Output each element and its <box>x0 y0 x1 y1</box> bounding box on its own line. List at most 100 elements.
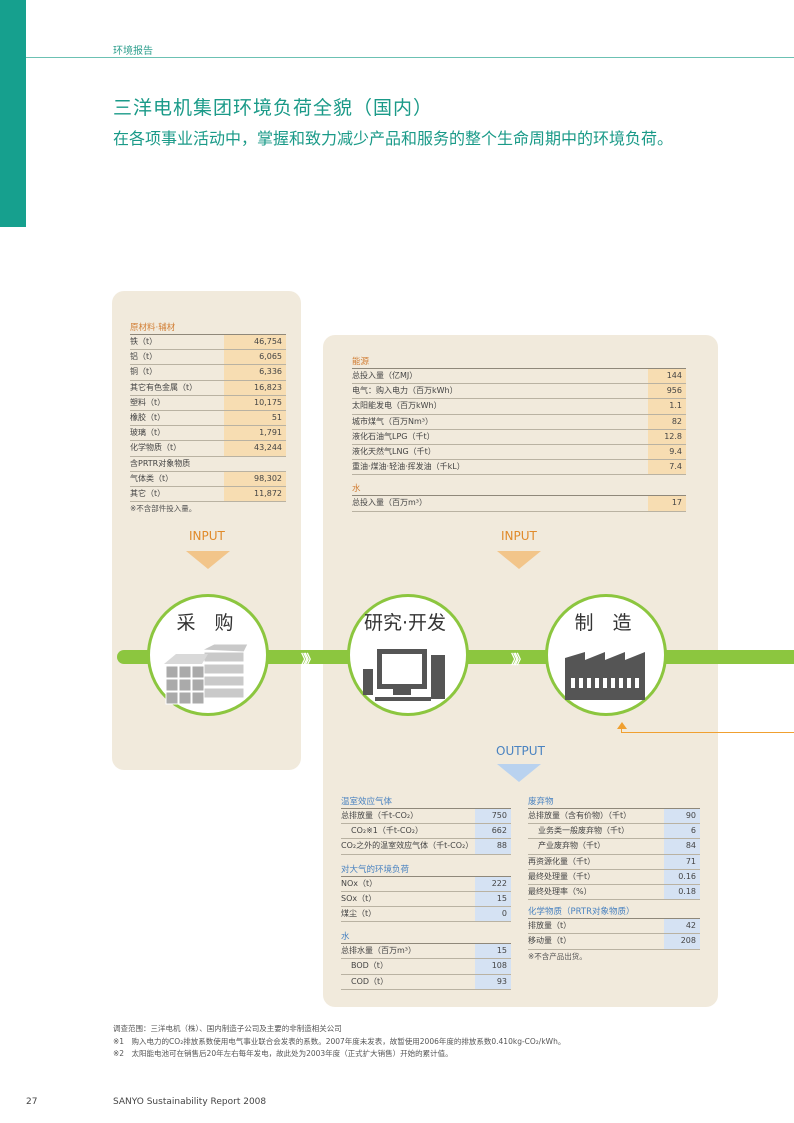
row-label: 总投入量（亿MJ） <box>352 371 418 380</box>
row-label: 其它（t） <box>130 488 166 498</box>
row-value: 956 <box>648 384 686 399</box>
water-out-row: BOD（t） 108 <box>341 959 511 975</box>
energy-row: 液化石油气LPG（千t） 12.8 <box>352 429 686 445</box>
ghg-row: CO₂之外的温室效应气体（千t-CO₂）88 <box>341 839 511 855</box>
raw-materials-heading: 原材料·辅材 <box>130 321 286 335</box>
accent-bar <box>0 0 26 227</box>
row-value <box>224 457 286 471</box>
row-label: 铜（t） <box>130 367 158 377</box>
factory-icon <box>565 652 645 700</box>
row-value: 90 <box>664 809 700 824</box>
row-value: 108 <box>475 959 511 974</box>
raw-materials-note: ※不含部件投入量。 <box>130 504 197 514</box>
water-in-row: 总投入量（百万m³）17 <box>352 496 686 512</box>
row-value: 71 <box>664 854 700 869</box>
row-value: 98,302 <box>224 471 286 486</box>
input-label-left: INPUT <box>189 529 225 543</box>
energy-row: 太阳能发电（百万kWh）1.1 <box>352 399 686 415</box>
row-label: 重油·煤油·轻油·挥发油（千kL） <box>352 462 465 472</box>
input-arrow-left <box>186 551 230 569</box>
row-label: 太阳能发电（百万kWh） <box>352 401 442 411</box>
header-divider <box>26 57 794 58</box>
row-label: 总投入量（百万m³） <box>352 498 427 508</box>
raw-materials-row: 塑料（t） 10,175 <box>130 395 286 411</box>
row-label: BOD（t） <box>351 961 388 971</box>
raw-materials-row: 含PRTR对象物质 <box>130 457 286 472</box>
air-row: NOx（t） 222 <box>341 876 511 892</box>
row-value: 82 <box>648 414 686 429</box>
row-value: 750 <box>475 809 511 824</box>
row-label: 含PRTR对象物质 <box>130 458 191 468</box>
row-label: 产业废弃物（千t） <box>538 841 606 851</box>
flow-arrow-1: 》》 <box>301 653 318 668</box>
output-arrow <box>497 764 541 782</box>
energy-heading: 能源 <box>352 355 686 369</box>
stage-purchasing-label: 采 购 <box>176 612 234 634</box>
connector-line-vertical <box>621 725 622 733</box>
row-value: 222 <box>475 876 511 891</box>
chem-heading: 化学物质（PRTR对象物质） <box>528 905 700 920</box>
page-subtitle: 在各项事业活动中，掌握和致力减少产品和服务的整个生命周期中的环境负荷。 <box>113 129 674 148</box>
footnote-scope: 调查范围：三洋电机（株）、国内制造子公司及主要的非制造相关公司 <box>113 1024 342 1033</box>
input-arrow-right <box>497 551 541 569</box>
row-label: 总排放量（含有价物）（千t） <box>528 811 632 820</box>
row-value: 0.16 <box>664 869 700 884</box>
row-value: 15 <box>475 891 511 906</box>
ghg-row: 总排放量（千t-CO₂） 750 <box>341 809 511 825</box>
row-value: 9.4 <box>648 444 686 460</box>
row-label: 铁（t） <box>130 337 158 346</box>
row-value: 0 <box>475 906 511 922</box>
row-label: 液化石油气LPG（千t） <box>352 431 435 441</box>
row-value: 6,065 <box>224 350 286 365</box>
row-label: 煤尘（t） <box>341 908 377 918</box>
row-value: 10,175 <box>224 395 286 410</box>
waste-row: 最终处理率（%）0.18 <box>528 884 700 901</box>
air-heading: 对大气的环境负荷 <box>341 863 511 877</box>
row-label: CO₂※1（千t-CO₂） <box>351 826 423 836</box>
raw-materials-row: 铁（t） 46,754 <box>130 335 286 351</box>
footnote-1: ※1 购入电力的CO₂排放系数使用电气事业联合会发表的系数。2007年度未发表，… <box>113 1036 566 1046</box>
row-label: 城市煤气（百万Nm³） <box>352 416 433 426</box>
row-label: 塑料（t） <box>130 397 166 407</box>
row-value: 84 <box>664 839 700 854</box>
row-label: 最终处理率（%） <box>528 886 592 896</box>
water-out-heading: 水 <box>341 930 511 945</box>
row-value: 15 <box>475 944 511 959</box>
stage-manufacturing-label: 制 造 <box>574 612 632 634</box>
row-label: 最终处理量（千t） <box>528 871 596 881</box>
page-title: 三洋电机集团环境负荷全貌（国内） <box>113 97 434 119</box>
energy-row: 液化天然气LNG（千t） 9.4 <box>352 444 686 461</box>
raw-materials-row: 其它有色金属（t）16,823 <box>130 380 286 396</box>
waste-heading: 废弃物 <box>528 795 700 809</box>
row-value: 662 <box>475 824 511 839</box>
connector-arrowhead <box>617 722 627 729</box>
footnote-2: ※2 太阳能电池可在销售后20年左右每年发电，故此处为2003年度（正式扩大销售… <box>113 1049 453 1058</box>
row-value: 16,823 <box>224 380 286 395</box>
waste-row: 产业废弃物（千t） 84 <box>528 839 700 855</box>
ghg-heading: 温室效应气体 <box>341 795 511 809</box>
raw-materials-row: 橡胶（t）51 <box>130 410 286 427</box>
waste-row: 最终处理量（千t） 0.16 <box>528 869 700 885</box>
row-value: 43,244 <box>224 441 286 456</box>
row-label: SOx（t） <box>341 893 377 903</box>
row-label: NOx（t） <box>341 878 378 888</box>
row-label: 液化天然气LNG（千t） <box>352 446 436 456</box>
chem-row: 排放量（t）42 <box>528 919 700 935</box>
row-value: 12.8 <box>648 429 686 444</box>
row-label: 化学物质（t） <box>130 443 182 453</box>
water-out-row: 总排水量（百万m³）15 <box>341 944 511 960</box>
row-label: 总排放量（千t-CO₂） <box>341 811 419 820</box>
flow-arrow-2: 》》 <box>511 653 528 668</box>
page-number: 27 <box>26 1097 38 1107</box>
row-label: 业务类一般废弃物（千t） <box>538 826 630 836</box>
input-label-right: INPUT <box>501 529 537 543</box>
row-value: 51 <box>224 410 286 426</box>
row-value: 144 <box>648 369 686 384</box>
row-value: 46,754 <box>224 335 286 350</box>
energy-row: 重油·煤油·轻油·挥发油（千kL）7.4 <box>352 460 686 476</box>
energy-row: 总投入量（亿MJ） 144 <box>352 369 686 385</box>
water-out-row: COD（t）93 <box>341 974 511 990</box>
